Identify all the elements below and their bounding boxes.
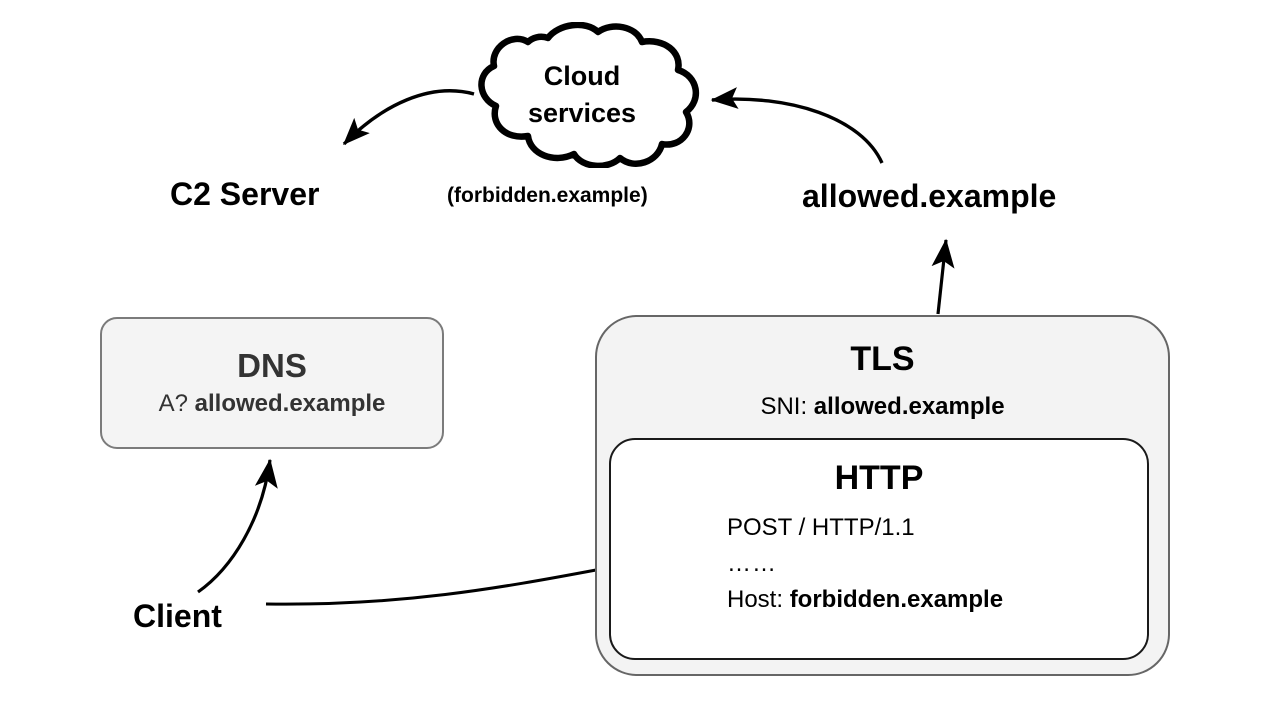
tls-sni-prefix: SNI: bbox=[760, 393, 814, 420]
client-to-dns-arrow bbox=[197, 458, 278, 594]
http-elided-line: …… bbox=[727, 550, 777, 577]
http-host-domain: forbidden.example bbox=[789, 586, 1004, 613]
http-host-prefix: Host: bbox=[727, 586, 790, 613]
cloud-shape-icon bbox=[478, 22, 700, 168]
http-host-line: Host: forbidden.example bbox=[727, 582, 1003, 618]
http-box-title: HTTP bbox=[834, 459, 924, 497]
tls-sni-line: SNI: allowed.example bbox=[597, 391, 1168, 423]
dns-query-line: A? allowed.example bbox=[159, 388, 386, 420]
dns-query-prefix: A? bbox=[158, 390, 195, 417]
http-request-block: POST / HTTP/1.1 …… Host: forbidden.examp… bbox=[727, 510, 1003, 618]
tls-to-allowed-domain-arrow bbox=[931, 238, 955, 315]
tls-sni-domain: allowed.example bbox=[813, 393, 1005, 420]
http-request-line: POST / HTTP/1.1 bbox=[727, 514, 915, 541]
cloud-services-node: Cloud services bbox=[462, 22, 702, 168]
allowed-domain-to-cloud-arrow bbox=[710, 87, 884, 164]
tls-box-title: TLS bbox=[850, 340, 915, 378]
dns-box-title: DNS bbox=[237, 347, 307, 384]
forbidden-domain-label: (forbidden.example) bbox=[447, 184, 648, 207]
cloud-label: Cloud services bbox=[462, 22, 702, 168]
tls-box: TLS SNI: allowed.example HTTP POST / HTT… bbox=[595, 315, 1170, 676]
dns-query-domain: allowed.example bbox=[194, 390, 386, 417]
client-label: Client bbox=[133, 598, 222, 634]
cloud-to-c2-server-arrow bbox=[342, 89, 475, 146]
c2-server-label: C2 Server bbox=[170, 176, 320, 212]
client-to-tls-connector bbox=[265, 568, 597, 606]
http-box: HTTP POST / HTTP/1.1 …… Host: forbidden.… bbox=[609, 438, 1149, 660]
dns-box: DNS A? allowed.example bbox=[100, 317, 444, 449]
cloud-label-line1: Cloud bbox=[543, 61, 621, 91]
allowed-domain-label: allowed.example bbox=[802, 178, 1057, 214]
cloud-label-line2: services bbox=[527, 98, 637, 128]
